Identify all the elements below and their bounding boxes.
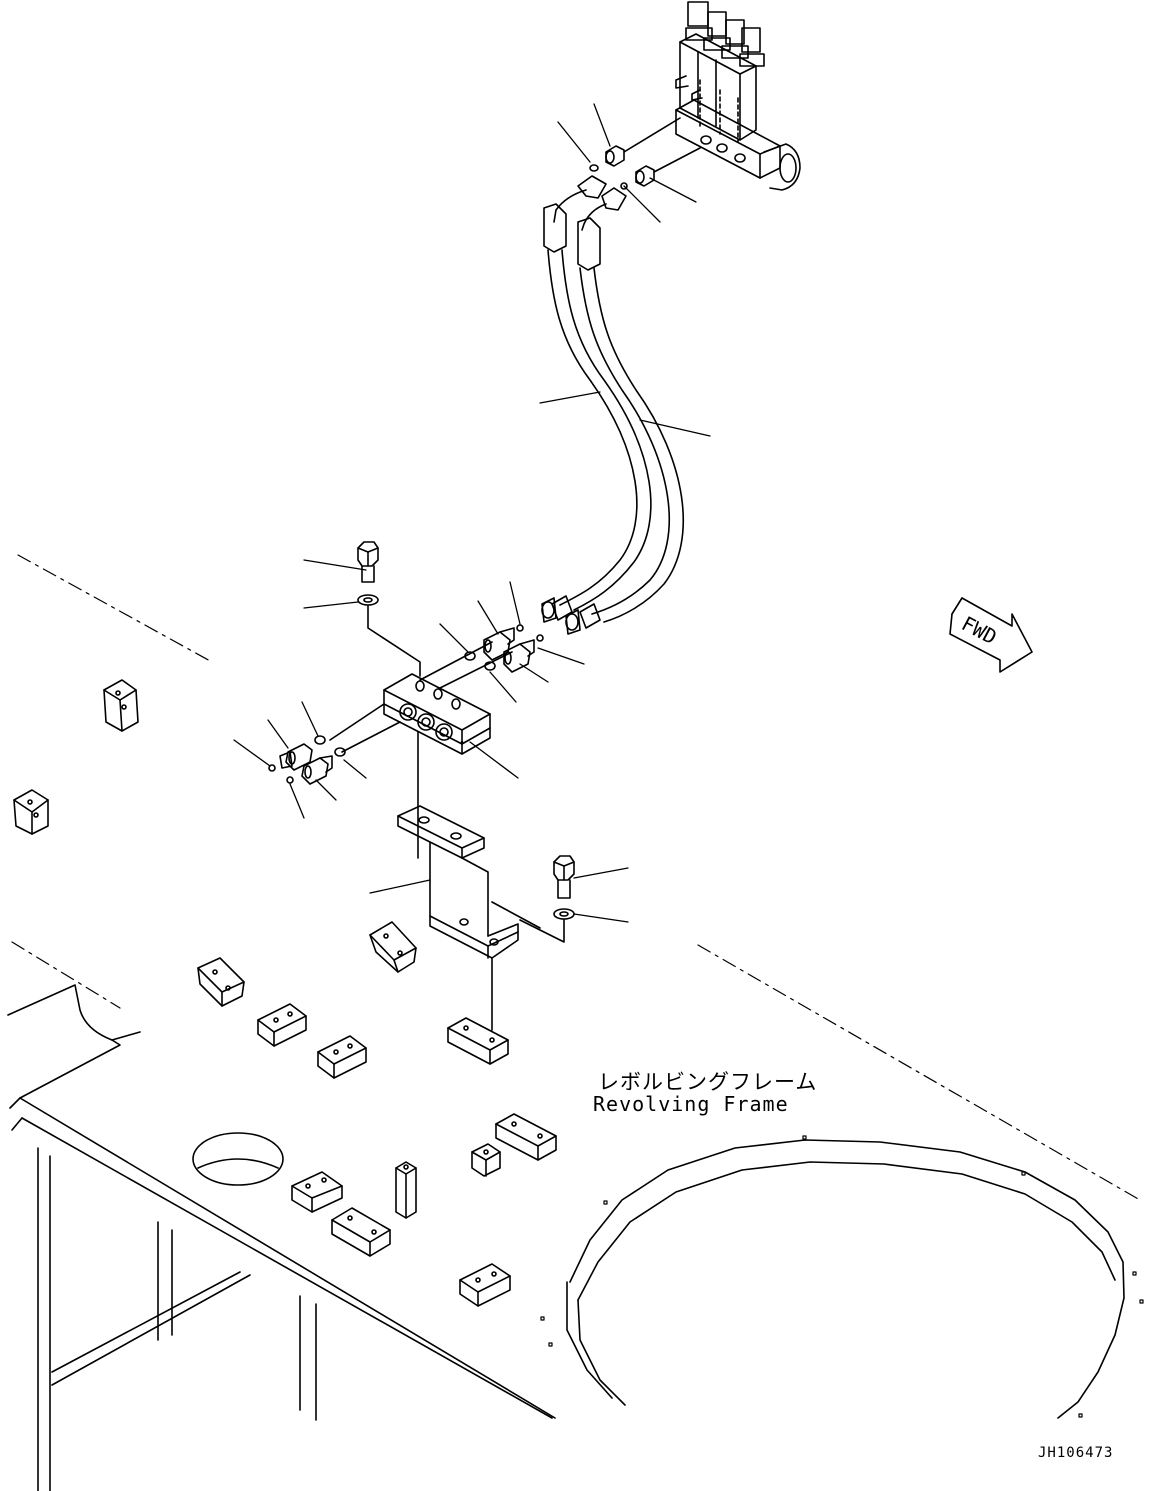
frame-dots [540, 1135, 1144, 1418]
distributor-valve [675, 1, 801, 191]
revolving-frame-label-en: Revolving Frame [593, 1092, 789, 1116]
pad [197, 957, 245, 1007]
pad [459, 1263, 511, 1307]
revolving-frame-label-jp: レボルビングフレーム [598, 1070, 818, 1094]
pad [471, 1143, 501, 1177]
pad [317, 1035, 367, 1079]
hoses [541, 175, 685, 635]
pad [103, 679, 139, 732]
pad [447, 1017, 509, 1065]
dashed-frame-outlines [11, 554, 1141, 1201]
manifold-fittings [268, 624, 544, 785]
manifold-block [329, 641, 513, 755]
mounting-bracket [397, 805, 519, 959]
revolving-frame [7, 984, 1144, 1491]
pad [369, 921, 417, 973]
mounting-pads [13, 679, 557, 1307]
leader-lines [233, 103, 711, 923]
pad [13, 789, 49, 835]
upper-fittings [589, 117, 701, 190]
drawing-id: JH106473 [1038, 1445, 1114, 1461]
bolts-and-washers [357, 541, 575, 1031]
pad [395, 1161, 417, 1219]
fwd-direction-marker: FWD [949, 597, 1033, 673]
pad [495, 1113, 557, 1161]
pad [331, 1207, 391, 1257]
pad [257, 1003, 307, 1047]
pad [291, 1171, 343, 1213]
